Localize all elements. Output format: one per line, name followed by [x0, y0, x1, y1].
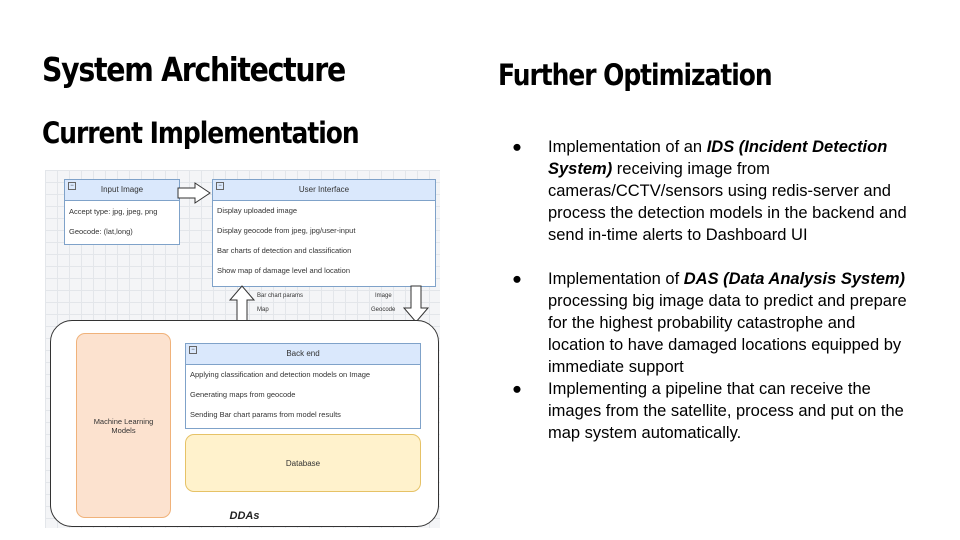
input-image-title: Input Image — [100, 185, 144, 194]
bullet-icon: ● — [512, 138, 522, 156]
section-subtitle: Current Implementation — [42, 116, 360, 150]
bullet-text: Implementation of an — [548, 138, 707, 156]
right-section-title: Further Optimization — [498, 58, 773, 92]
ui-row: Bar charts of detection and classificati… — [217, 246, 352, 255]
collapse-icon: − — [216, 182, 224, 190]
up-arrow — [228, 285, 256, 323]
backend-box: − Back end Applying classification and de… — [185, 343, 421, 429]
arrow-label: Bar chart params — [257, 293, 304, 299]
architecture-diagram: − Input Image Accept type: jpg, jpeg, png… — [45, 170, 440, 528]
collapse-icon: − — [189, 346, 197, 354]
arrow-label: Image — [375, 293, 392, 299]
bullet-text: Implementing a pipeline that can receive… — [548, 380, 904, 442]
ml-models-box: Machine Learning Models — [76, 333, 171, 518]
bullet-emphasis: IDS (Incident Detection System) — [548, 138, 888, 178]
input-image-box: − Input Image Accept type: jpg, jpeg, png… — [64, 179, 180, 245]
list-item: ● Implementation of DAS (Data Analysis S… — [512, 268, 912, 378]
user-interface-box: − User Interface Display uploaded image D… — [212, 179, 436, 287]
database-label: Database — [285, 458, 321, 468]
database-box: Database — [185, 434, 421, 492]
optimization-list: ● Implementation of an IDS (Incident Det… — [512, 136, 912, 444]
list-item: ● Implementation of an IDS (Incident Det… — [512, 136, 912, 246]
arrow-label: Map — [257, 307, 269, 313]
backend-row: Sending Bar chart params from model resu… — [190, 410, 341, 419]
diagram-arrows — [177, 182, 430, 323]
ml-models-label: Machine Learning Models — [93, 416, 154, 435]
ddas-container: Machine Learning Models − Back end Applyi… — [50, 320, 439, 527]
bullet-icon: ● — [512, 270, 522, 288]
bullet-emphasis: DAS (Data Analysis System) — [683, 270, 906, 288]
down-arrow — [402, 285, 430, 323]
input-row: Geocode: (lat,long) — [69, 227, 133, 236]
bullet-text: Implementation of — [548, 270, 684, 288]
backend-row: Applying classification and detection mo… — [190, 370, 371, 379]
bullet-text: receiving image from cameras/CCTV/sensor… — [548, 160, 907, 244]
bullet-icon: ● — [512, 380, 522, 398]
list-item: ● Implementing a pipeline that can recei… — [512, 378, 912, 444]
backend-title: Back end — [286, 349, 320, 358]
user-interface-title: User Interface — [298, 185, 350, 194]
backend-row: Generating maps from geocode — [190, 390, 296, 399]
arrow-label: Geocode — [371, 307, 396, 313]
ddas-label: DDAs — [229, 510, 260, 522]
ui-row: Display uploaded image — [217, 206, 298, 215]
ui-row: Display geocode from jpeg, jpg/user-inpu… — [217, 226, 356, 235]
right-arrow — [177, 182, 211, 204]
collapse-icon: − — [68, 182, 76, 190]
page-title: System Architecture — [42, 50, 346, 89]
input-row: Accept type: jpg, jpeg, png — [69, 207, 158, 216]
bullet-text: processing big image data to predict and… — [548, 292, 907, 376]
ui-row: Show map of damage level and location — [217, 266, 351, 275]
